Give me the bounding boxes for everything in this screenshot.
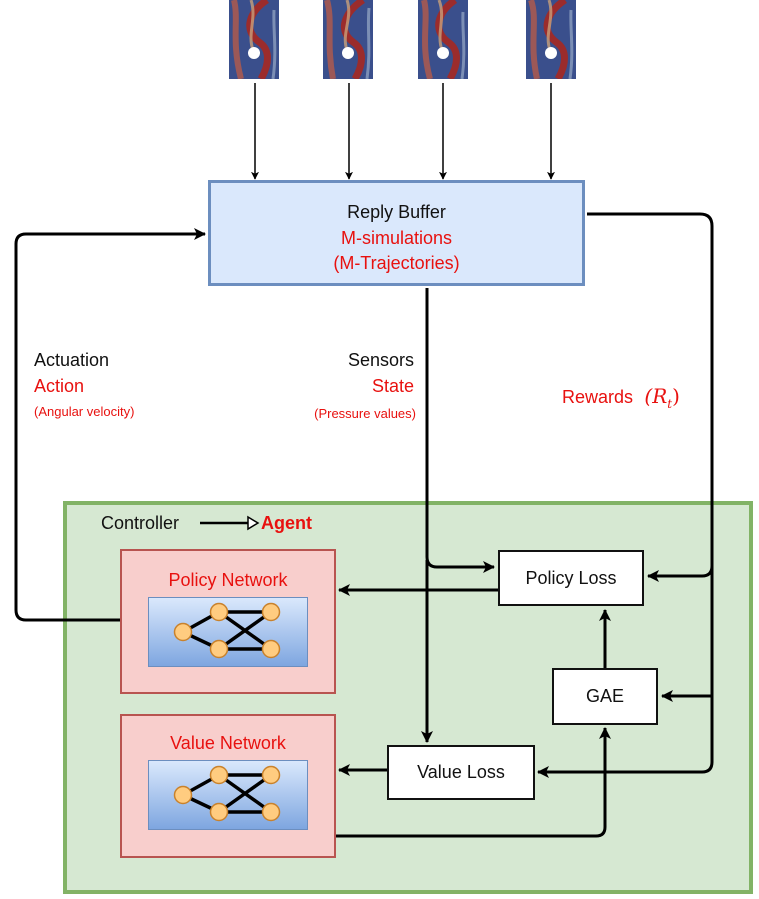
rewards-symbol: (R xyxy=(644,384,668,408)
simulation-image-3 xyxy=(418,0,468,79)
rewards-to-policy-loss-arrow xyxy=(587,212,714,582)
controller-agent-arrowhead xyxy=(247,515,260,531)
buffer-title: Reply Buffer xyxy=(347,202,446,222)
neural-network-icon xyxy=(173,765,281,822)
buffer-line-simulations: M-simulations xyxy=(340,228,453,248)
policy-loss-box: Policy Loss xyxy=(498,550,644,606)
gae-box: GAE xyxy=(552,668,658,725)
policy-loss-label: Policy Loss xyxy=(525,567,617,588)
state-to-policy-loss-arrow xyxy=(425,288,495,573)
buffer-line-trajectories: (M-Trajectories) xyxy=(333,253,460,273)
sensors-label: Sensors xyxy=(347,350,414,370)
actuation-arrow xyxy=(14,228,206,622)
rewards-to-gae-arrow xyxy=(661,566,714,702)
rewards-to-value-loss-arrow xyxy=(537,690,714,778)
pressure-values-label: (Pressure values) xyxy=(314,406,416,421)
rewards-subscript: t xyxy=(667,397,673,411)
simulation-image-2 xyxy=(323,0,373,79)
policy-network-diagram xyxy=(148,597,308,667)
rewards-text: Rewards xyxy=(562,387,634,407)
controller-label: Controller xyxy=(101,513,180,533)
value-loss-box: Value Loss xyxy=(387,745,535,800)
simulation-image-1 xyxy=(229,0,279,79)
angular-velocity-label: (Angular velocity) xyxy=(34,404,135,419)
simulation-image-4 xyxy=(526,0,576,79)
actuation-label: Actuation xyxy=(34,350,110,370)
reply-buffer-box xyxy=(208,180,585,286)
value-network-diagram xyxy=(148,760,308,830)
value-network-to-gae-arrow xyxy=(336,727,611,838)
gae-label: GAE xyxy=(585,686,624,706)
value-network-label: Value Network xyxy=(170,733,286,753)
action-label: Action xyxy=(34,376,85,396)
neural-network-icon xyxy=(173,602,281,659)
policy-network-label: Policy Network xyxy=(168,570,288,590)
state-label: State xyxy=(371,376,414,396)
rewards-close: ) xyxy=(672,384,680,408)
value-loss-label: Value Loss xyxy=(417,762,505,782)
agent-label: Agent xyxy=(261,513,312,533)
rewards-label: Rewards (Rt) xyxy=(562,384,680,411)
